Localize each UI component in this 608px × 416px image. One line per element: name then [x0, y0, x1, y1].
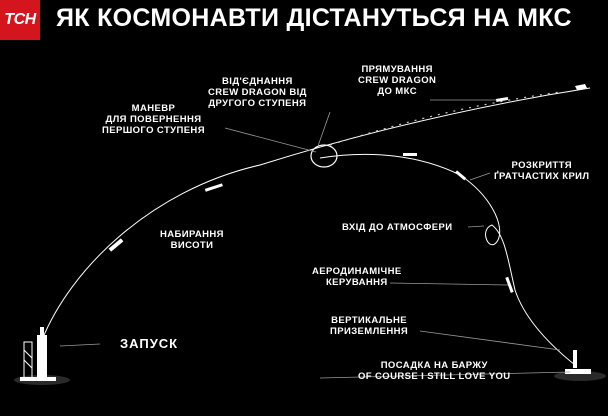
separation-marker — [310, 144, 338, 168]
barge — [565, 369, 591, 374]
logo-text: ТСН — [4, 11, 36, 28]
stage-reentry-label: ВХІД ДО АТМОСФЕРИ — [342, 222, 453, 233]
leader-lines — [59, 99, 571, 379]
crew-dragon-capsule — [575, 84, 587, 90]
booster-flip — [403, 153, 417, 156]
booster-descent — [455, 170, 467, 181]
launch-pad — [20, 377, 56, 381]
rocket-on-pad — [37, 335, 47, 379]
booster-return-trajectory — [319, 153, 576, 366]
dragon-second-stage — [495, 96, 509, 103]
page-title: ЯК КОСМОНАВТИ ДІСТАНУТЬСЯ НА МКС — [56, 4, 572, 32]
booster-landing — [573, 350, 577, 368]
rocket-tip — [40, 327, 44, 337]
rocket-upper — [204, 183, 223, 192]
rocket-climb — [108, 238, 124, 252]
booster-aero — [505, 276, 514, 293]
rocket-icons — [37, 84, 587, 379]
ascent-trajectory — [41, 87, 591, 341]
tsn-logo: ТСН — [0, 0, 40, 40]
launch-tower — [23, 341, 33, 381]
stage-launch-label: ЗАПУСК — [120, 336, 179, 351]
